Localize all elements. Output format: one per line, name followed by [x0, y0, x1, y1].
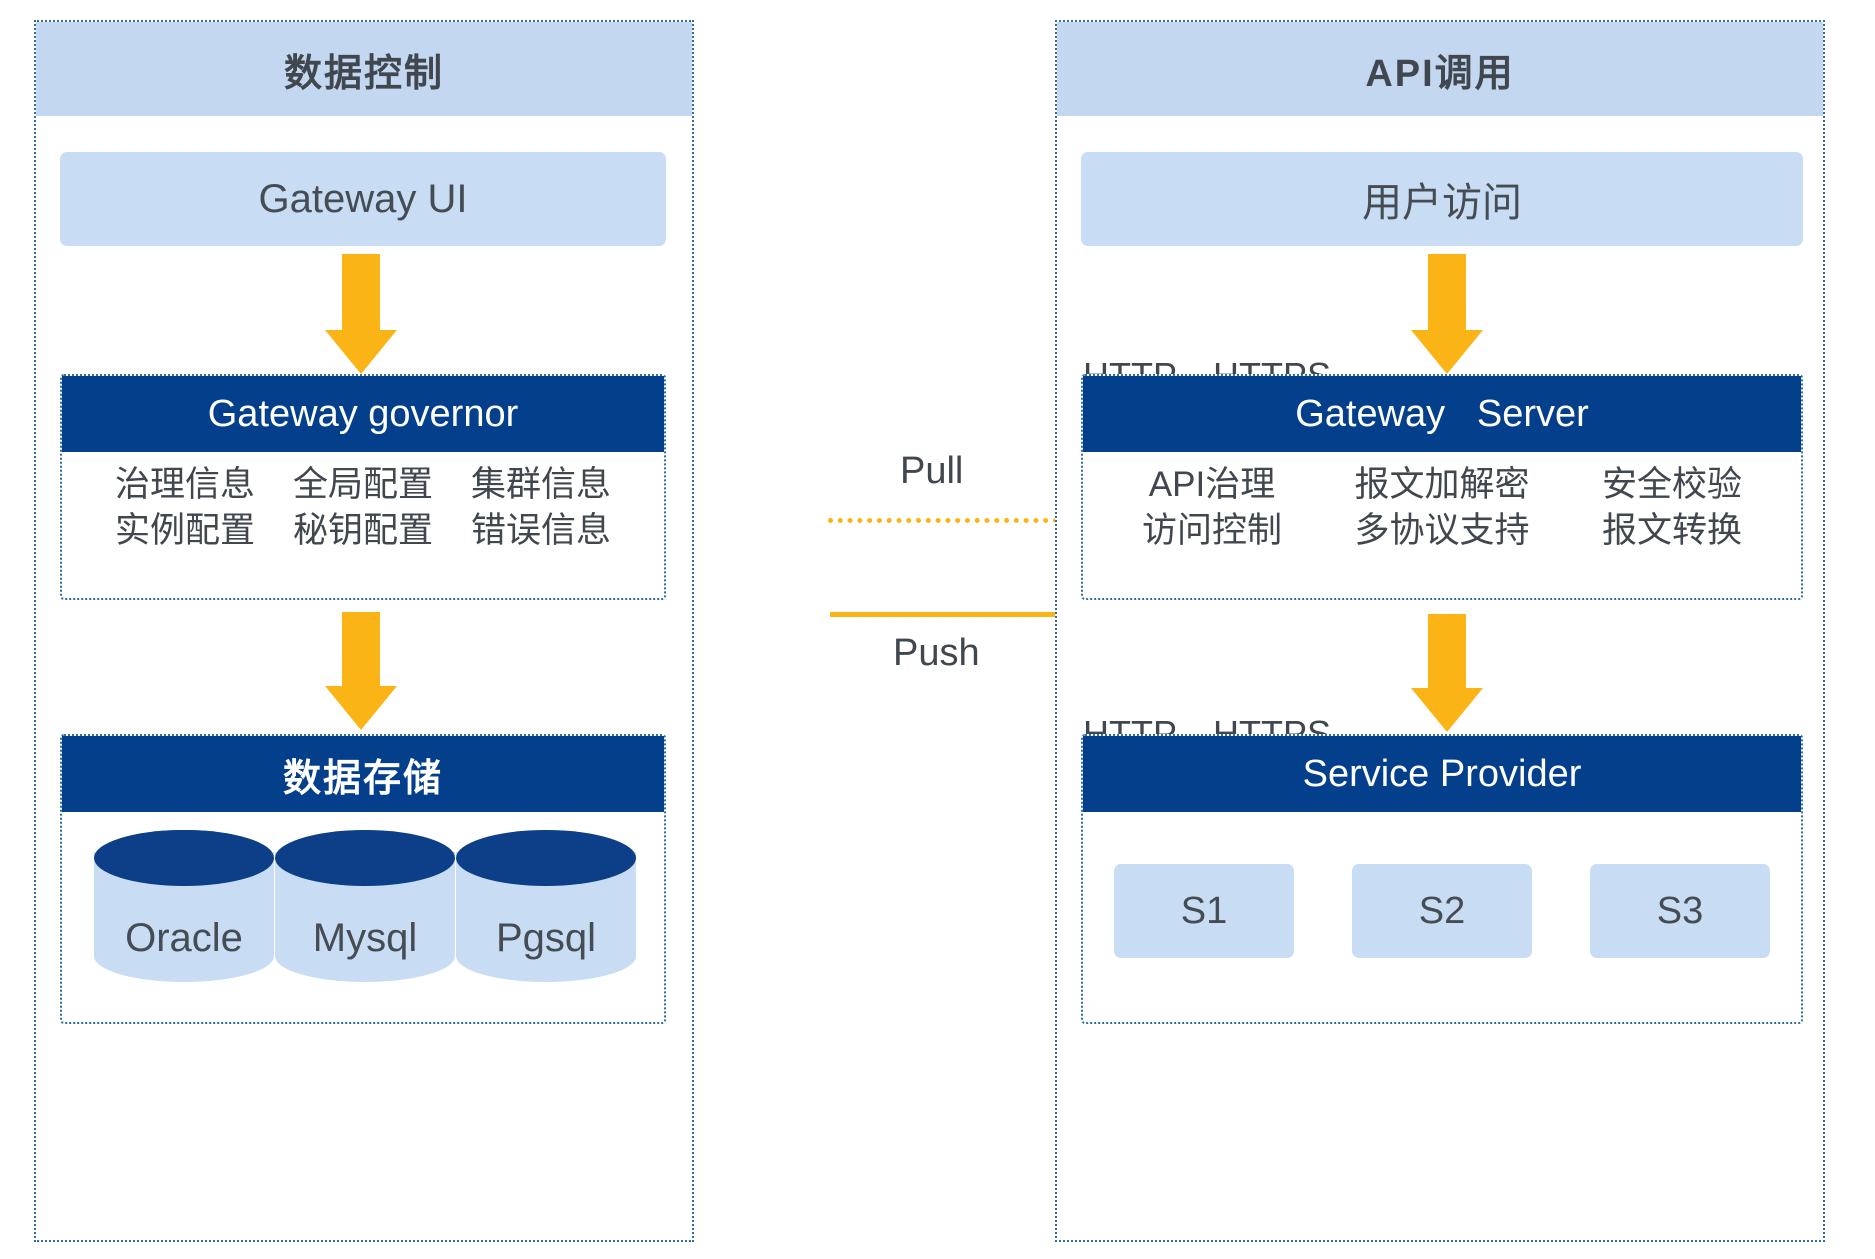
- governor-cell: 错误信息: [470, 510, 611, 550]
- pull-label: Pull: [900, 450, 964, 492]
- push-label: Push: [893, 632, 980, 674]
- gateway-ui-label: Gateway UI: [258, 176, 468, 221]
- cylinder-top-icon: [456, 830, 636, 886]
- arrow-ui-to-governor: [306, 254, 416, 374]
- service-provider-body: S1 S2 S3: [1083, 812, 1801, 1012]
- database-label: Pgsql: [495, 916, 597, 960]
- cylinder-top-icon: [94, 830, 274, 886]
- arrow-governor-to-storage: [306, 612, 416, 732]
- panel-title-data-control: 数据控制: [36, 22, 692, 116]
- gateway-server-cell: 报文加解密: [1354, 465, 1530, 504]
- governor-cell: 实例配置: [114, 510, 255, 550]
- gateway-server-cell: 多协议支持: [1354, 510, 1530, 550]
- governor-row-1: 治理信息 全局配置 集群信息: [96, 462, 630, 508]
- panel-api-invocation: API调用 用户访问 HTTP、HTTPS、 TCP、RPC Gateway S…: [1055, 20, 1825, 1242]
- governor-cell: 秘钥配置: [292, 510, 433, 550]
- service-label: S3: [1656, 889, 1704, 932]
- service-provider-header: Service Provider: [1083, 736, 1801, 812]
- gateway-server-row-1: API治理 报文加解密 安全校验: [1100, 462, 1785, 508]
- gateway-ui-box[interactable]: Gateway UI: [60, 152, 666, 246]
- gateway-server-cell: API治理: [1148, 465, 1276, 504]
- gateway-server-cell: 安全校验: [1601, 465, 1742, 504]
- gateway-server-card[interactable]: Gateway Server API治理 报文加解密 安全校验 访问控制 多协议…: [1081, 374, 1803, 600]
- push-connector-line: [830, 612, 1068, 617]
- cylinder-top-icon: [275, 830, 455, 886]
- data-storage-body: Oracle Mysql Pgsql: [62, 812, 664, 1012]
- gateway-governor-card[interactable]: Gateway governor 治理信息 全局配置 集群信息 实例配置 秘钥配…: [60, 374, 666, 600]
- gateway-governor-body: 治理信息 全局配置 集群信息 实例配置 秘钥配置 错误信息: [62, 452, 664, 567]
- arrow-gateway-server-to-service-provider: [1392, 614, 1502, 734]
- service-box-s3[interactable]: S3: [1590, 864, 1770, 958]
- governor-row-2: 实例配置 秘钥配置 错误信息: [96, 508, 630, 554]
- data-storage-header: 数据存储: [62, 736, 664, 812]
- gateway-server-header: Gateway Server: [1083, 376, 1801, 452]
- governor-cell: 全局配置: [292, 465, 433, 504]
- gateway-server-row-2: 访问控制 多协议支持 报文转换: [1100, 508, 1785, 554]
- database-cylinder-oracle[interactable]: Oracle: [94, 830, 274, 1000]
- service-label: S1: [1180, 889, 1228, 932]
- database-cylinder-mysql[interactable]: Mysql: [275, 830, 455, 1000]
- gateway-server-cell: 访问控制: [1141, 510, 1282, 550]
- gateway-server-cell: 报文转换: [1601, 510, 1742, 550]
- governor-cell: 治理信息: [114, 465, 255, 504]
- gateway-governor-header: Gateway governor: [62, 376, 664, 452]
- user-access-box[interactable]: 用户访问: [1081, 152, 1803, 246]
- database-label: Mysql: [312, 916, 418, 960]
- arrow-user-to-gateway-server: [1392, 254, 1502, 374]
- data-storage-card[interactable]: 数据存储 Oracle Mysql: [60, 734, 666, 1024]
- panel-title-api-invocation: API调用: [1057, 22, 1823, 116]
- database-label: Oracle: [125, 916, 243, 960]
- pull-connector-line: [828, 518, 1068, 523]
- gateway-server-body: API治理 报文加解密 安全校验 访问控制 多协议支持 报文转换: [1083, 452, 1801, 567]
- service-box-s2[interactable]: S2: [1352, 864, 1532, 958]
- service-label: S2: [1418, 889, 1466, 932]
- database-cylinder-pgsql[interactable]: Pgsql: [456, 830, 636, 1000]
- panel-data-control: 数据控制 Gateway UI Gateway governor 治理信息 全局…: [34, 20, 694, 1242]
- user-access-label: 用户访问: [1362, 181, 1522, 225]
- service-box-s1[interactable]: S1: [1114, 864, 1294, 958]
- service-provider-card[interactable]: Service Provider S1 S2 S3: [1081, 734, 1803, 1024]
- governor-cell: 集群信息: [470, 465, 611, 504]
